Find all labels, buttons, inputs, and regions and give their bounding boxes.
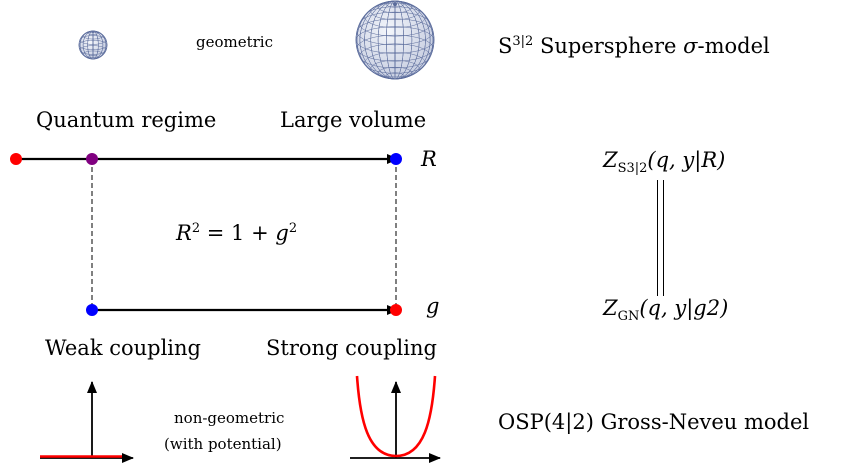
lower-axis-variable: g (426, 294, 440, 318)
large-sphere-icon (355, 0, 435, 80)
non-geometric-label: non-geometric (174, 409, 285, 427)
relation-equation: R2 = 1 + g2 (176, 221, 298, 245)
large-volume-blue-dot (390, 153, 402, 165)
supersphere-partition-function: ZS3|2(q, y|R) (603, 148, 726, 177)
small-sphere-icon (78, 30, 108, 60)
flat-potential-icon (40, 381, 134, 463)
large-volume-label: Large volume (280, 108, 427, 132)
strong-coupling-red-dot (390, 304, 402, 316)
quantum-regime-purple-dot (86, 153, 98, 165)
with-potential-label: (with potential) (164, 435, 282, 453)
upper-axis-variable: R (421, 147, 437, 171)
equivalence-bars (657, 180, 664, 296)
gross-neveu-model-label: OSP(4|2) Gross-Neveu model (498, 410, 810, 434)
gross-neveu-partition-function: ZGN(q, y|g2) (603, 296, 729, 325)
weak-coupling-blue-dot (86, 304, 98, 316)
quantum-regime-label: Quantum regime (36, 108, 217, 132)
geometric-label: geometric (196, 33, 274, 51)
upper-left-red-dot (10, 153, 22, 165)
supersphere-model-label: S3|2 Supersphere σ-model (498, 34, 770, 58)
strong-coupling-label: Strong coupling (266, 336, 437, 360)
weak-coupling-label: Weak coupling (45, 336, 201, 360)
well-potential-icon (350, 375, 441, 463)
